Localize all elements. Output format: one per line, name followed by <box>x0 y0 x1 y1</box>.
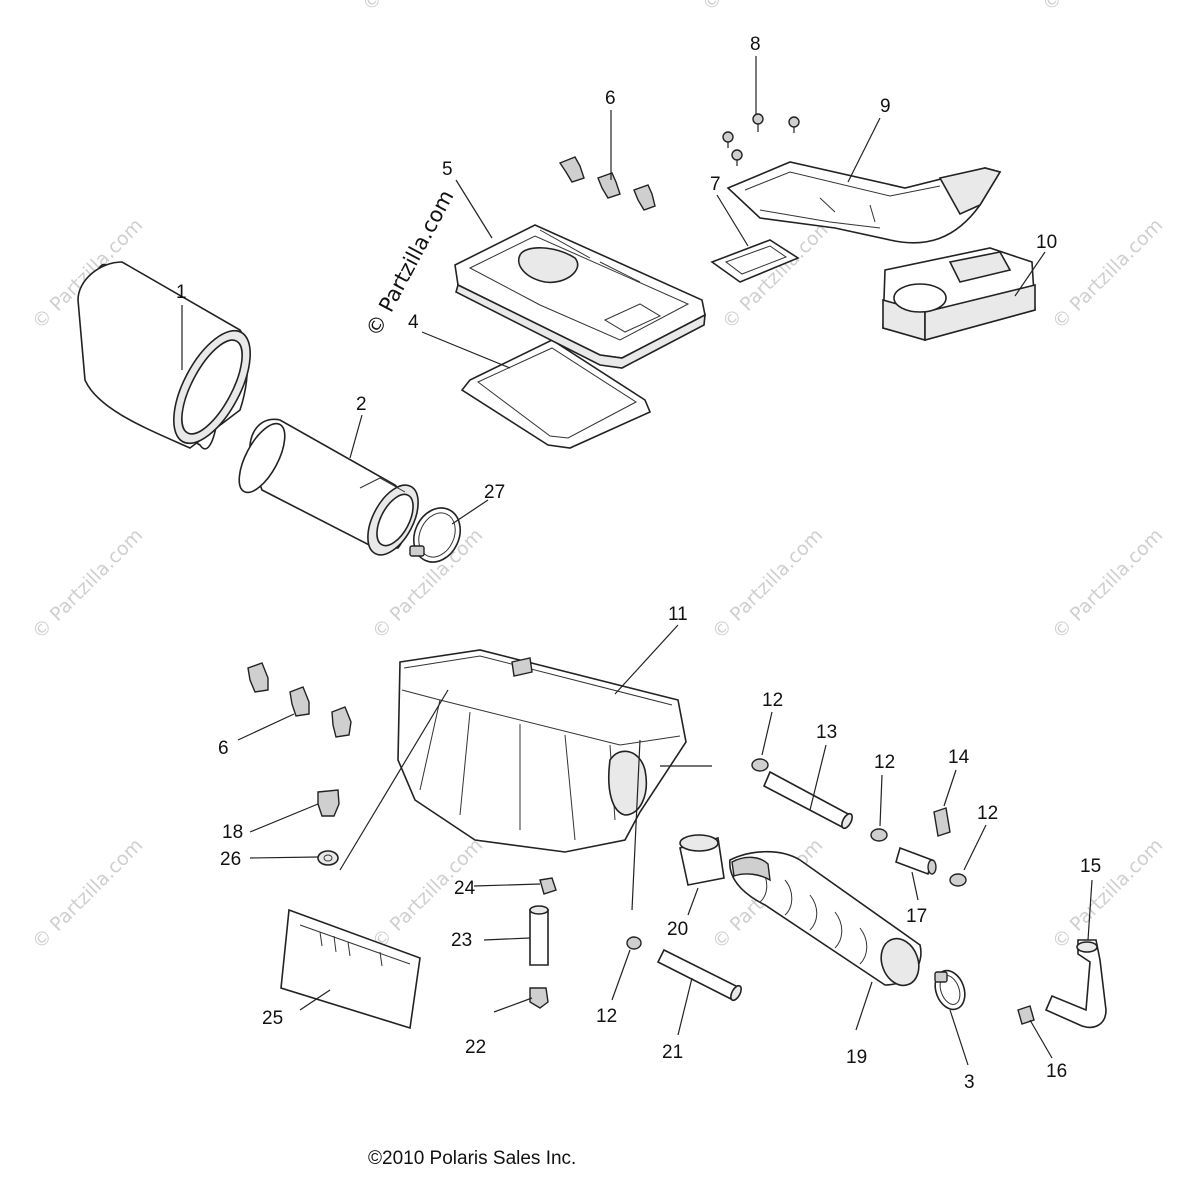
part-18-plug <box>317 789 340 817</box>
watermark: © Partzilla.com <box>358 0 477 16</box>
callout-13: 13 <box>816 722 837 743</box>
callout-15: 15 <box>1080 856 1101 877</box>
watermark: © Partzilla.com <box>1038 0 1157 16</box>
callout-16: 16 <box>1046 1061 1067 1082</box>
callout-12a: 12 <box>762 690 783 711</box>
part-25-panel <box>280 908 421 1030</box>
part-5-airbox-lid <box>454 224 706 369</box>
callout-4: 4 <box>408 312 419 333</box>
callout-6-top: 6 <box>605 88 616 109</box>
watermark: © Partzilla.com <box>1048 834 1167 953</box>
part-6-clips-bottom <box>247 662 352 738</box>
callout-labels: 1 2 3 4 5 6 6 7 8 9 10 11 12 12 12 12 13… <box>176 34 1101 1093</box>
callout-22: 22 <box>465 1037 486 1058</box>
part-17-valve <box>895 846 937 876</box>
callout-21: 21 <box>662 1042 683 1063</box>
part-20-coupler <box>679 834 725 886</box>
part-21-hose <box>656 948 742 1002</box>
watermark: © Partzilla.com <box>28 834 147 953</box>
callout-25: 25 <box>262 1008 283 1029</box>
callout-14: 14 <box>948 747 970 768</box>
watermark: © Partzilla.com <box>28 524 147 643</box>
watermark: © Partzilla.com <box>1048 524 1167 643</box>
part-8-screws <box>722 113 800 166</box>
callout-1: 1 <box>176 282 187 303</box>
watermark: © Partzilla.com <box>708 524 827 643</box>
callout-11: 11 <box>668 604 688 625</box>
part-26-washer <box>317 850 339 866</box>
callout-10: 10 <box>1036 232 1057 253</box>
watermark: © Partzilla.com <box>698 0 817 16</box>
part-15-vent-tube <box>1044 939 1107 1029</box>
callout-20: 20 <box>667 919 688 940</box>
part-6-clips-top <box>558 156 656 211</box>
part-1-prefilter-sleeve <box>77 261 251 450</box>
part-11-airbox-base <box>397 649 687 853</box>
callout-23: 23 <box>451 930 472 951</box>
callout-6-bottom: 6 <box>218 738 229 759</box>
part-19-intake-boot <box>729 850 922 987</box>
part-23-tube <box>529 905 549 966</box>
callout-8: 8 <box>750 34 761 55</box>
part-12-clamps <box>626 758 967 950</box>
watermark: © Partzilla.com <box>1048 214 1167 333</box>
part-16-clip <box>1017 1005 1035 1025</box>
part-9-intake-duct <box>726 161 1002 244</box>
part-14-bracket <box>933 807 951 837</box>
callout-18: 18 <box>222 822 243 843</box>
part-3-clamp <box>934 969 966 1011</box>
callout-19: 19 <box>846 1047 867 1068</box>
callout-12b: 12 <box>874 752 895 773</box>
part-2-filter-element <box>238 418 419 556</box>
callout-5: 5 <box>442 159 453 180</box>
callout-2: 2 <box>356 394 367 415</box>
callout-27: 27 <box>484 482 505 503</box>
callout-24: 24 <box>454 878 476 899</box>
callout-26: 26 <box>220 849 241 870</box>
callout-12d: 12 <box>596 1006 617 1027</box>
part-27-clamp <box>409 507 461 563</box>
part-13-hose <box>762 770 853 830</box>
callout-9: 9 <box>880 96 891 117</box>
copyright-text: ©2010 Polaris Sales Inc. <box>368 1148 576 1169</box>
part-10-cover <box>882 247 1036 342</box>
part-22-fitting <box>529 987 549 1009</box>
callout-3: 3 <box>964 1072 975 1093</box>
callout-17: 17 <box>906 906 927 927</box>
part-7-seal-plate <box>710 239 800 283</box>
part-24-clip <box>539 877 557 895</box>
callout-12c: 12 <box>977 803 998 824</box>
leader-lines <box>181 56 1093 1066</box>
callout-7: 7 <box>710 174 721 195</box>
